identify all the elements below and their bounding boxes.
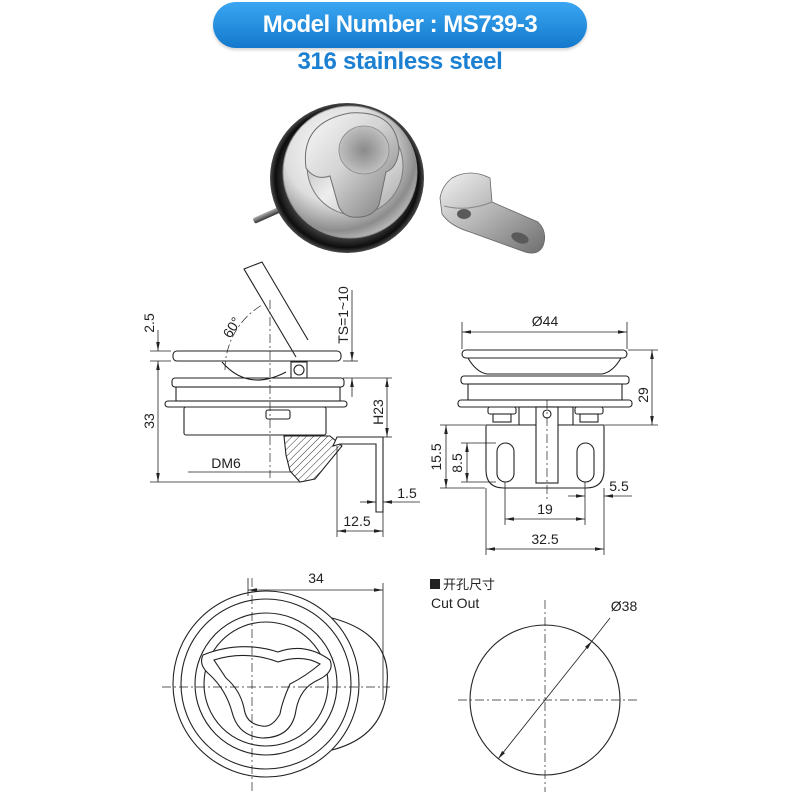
- lower-housing: [183, 406, 327, 436]
- dim-38-leader: [591, 617, 611, 642]
- top-view-drawing: [162, 578, 390, 792]
- screw-right-head: [574, 406, 604, 415]
- latch-handle-recess: [338, 125, 390, 175]
- bracket-bend: [443, 201, 493, 209]
- screw-right-shank: [579, 413, 599, 423]
- bracket-plate: [439, 172, 546, 254]
- cut-out-bullet: [430, 579, 440, 589]
- dim-19-label: 19: [537, 501, 553, 517]
- dim-5-5-label: 5.5: [609, 478, 629, 494]
- top-cup-ring: [203, 621, 329, 747]
- dim-44-label: Ø44: [532, 313, 559, 329]
- lever-angle-arc: [224, 304, 263, 371]
- cut-out-title-cn: 开孔尺寸: [443, 578, 495, 593]
- screw-head: [265, 409, 291, 420]
- side-view-drawing: [150, 261, 420, 537]
- cut-out-drawing: [458, 600, 637, 792]
- dim-38-label: Ø38: [611, 598, 638, 614]
- lever-angle-label: 60°: [219, 314, 244, 340]
- front-flange: [461, 349, 628, 359]
- slot-left: [496, 442, 515, 483]
- cam-hatched: [283, 435, 343, 483]
- dim-15-5-label: 15.5: [428, 443, 444, 470]
- dim-34-label: 34: [308, 570, 324, 586]
- thread-label: DM6: [211, 455, 241, 471]
- dim-38-line: [497, 640, 593, 760]
- front-plate: [457, 399, 633, 408]
- top-dimension-lines: [247, 578, 384, 700]
- front-view-drawing: [440, 322, 658, 555]
- top-second-ring: [180, 598, 352, 770]
- cut-out-title-en: Cut Out: [431, 595, 479, 611]
- dim-h23-label: H23: [370, 399, 386, 425]
- cup-recess: [221, 361, 287, 381]
- slot-right: [576, 442, 595, 483]
- front-ring: [460, 375, 630, 385]
- top-inner-ring: [194, 612, 338, 756]
- top-handle-inner: [213, 654, 321, 727]
- top-handle: [201, 646, 332, 739]
- body-ring: [171, 377, 345, 388]
- screw-left-shank: [492, 413, 512, 423]
- dim-1-5-label: 1.5: [397, 485, 417, 501]
- front-dish: [467, 357, 622, 375]
- mount-plate: [164, 400, 348, 408]
- dim-ts-label: TS=1~10: [335, 286, 351, 344]
- dim-2-5-label: 2.5: [141, 313, 157, 333]
- pivot-pin: [293, 364, 305, 376]
- flange: [172, 350, 342, 362]
- dim-8-5-label: 8.5: [449, 453, 465, 473]
- lever-raised: [243, 261, 309, 358]
- model-number-banner: Model Number : MS739-3: [213, 2, 587, 48]
- bracket-hole-right: [511, 232, 529, 244]
- bracket-hole-left: [457, 209, 471, 219]
- material-label: 316 stainless steel: [297, 48, 503, 75]
- latch-photo: [253, 103, 424, 253]
- pivot-block: [290, 361, 308, 379]
- dim-32-5-label: 32.5: [531, 531, 558, 547]
- front-dimension-lines: [440, 322, 658, 555]
- dim-33-label: 33: [141, 413, 157, 429]
- dim-29-label: 29: [635, 387, 651, 403]
- body: [175, 386, 341, 402]
- screw-left-head: [487, 406, 517, 415]
- bracket-photo: [439, 172, 546, 254]
- model-number-text: Model Number : MS739-3: [262, 11, 538, 38]
- dim-12-5-label: 12.5: [343, 513, 370, 529]
- side-dimension-lines: [150, 290, 420, 537]
- cam-bracket: [332, 436, 384, 513]
- front-body: [467, 383, 623, 401]
